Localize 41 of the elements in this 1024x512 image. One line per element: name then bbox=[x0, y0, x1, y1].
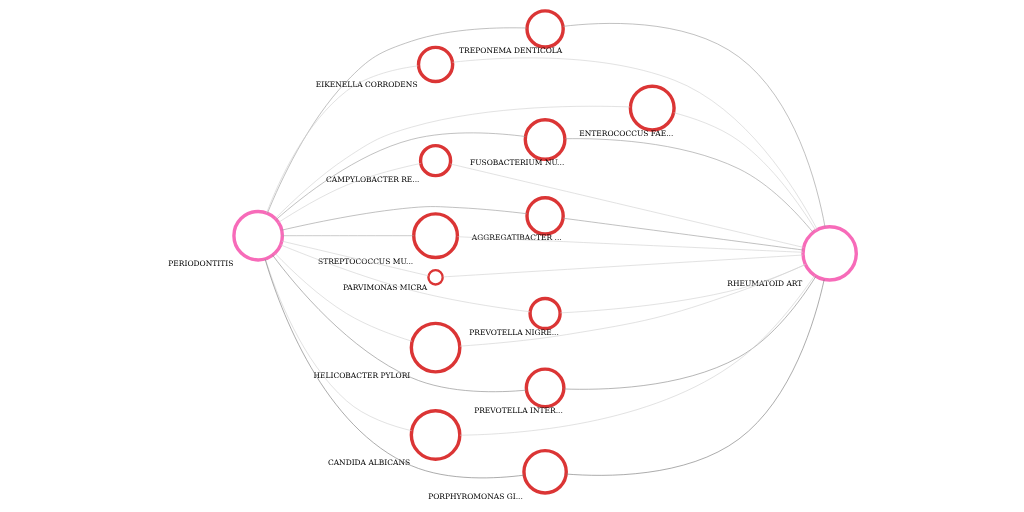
node-circle bbox=[416, 45, 455, 84]
connector bbox=[452, 57, 818, 230]
connector bbox=[275, 105, 631, 219]
node-circle bbox=[524, 367, 566, 409]
connector bbox=[562, 217, 804, 251]
connector bbox=[274, 253, 413, 342]
node-circle bbox=[418, 143, 453, 178]
connector bbox=[280, 244, 531, 313]
connector bbox=[560, 264, 806, 314]
node-circle bbox=[523, 118, 567, 161]
connector bbox=[564, 138, 814, 233]
node-circle bbox=[801, 225, 858, 282]
connector bbox=[282, 235, 414, 236]
node-circle bbox=[525, 196, 565, 236]
connector bbox=[565, 279, 825, 476]
node-circle bbox=[522, 448, 568, 495]
connector bbox=[673, 112, 817, 231]
connector bbox=[459, 275, 815, 436]
connector bbox=[267, 27, 528, 214]
node-circle bbox=[427, 268, 444, 286]
connector bbox=[442, 254, 804, 278]
node-circle bbox=[525, 9, 565, 49]
connector bbox=[265, 258, 412, 432]
connector bbox=[281, 240, 429, 277]
connector bbox=[276, 132, 526, 220]
connector bbox=[459, 264, 806, 347]
connector bbox=[272, 254, 527, 393]
node-circle bbox=[412, 212, 460, 260]
connector bbox=[281, 206, 528, 231]
connector bbox=[264, 258, 525, 479]
node-circle bbox=[628, 84, 676, 132]
node-circle bbox=[232, 209, 285, 262]
connector bbox=[278, 163, 422, 223]
connector bbox=[457, 236, 804, 253]
node-circle bbox=[528, 296, 562, 331]
connector bbox=[563, 276, 817, 390]
node-circle bbox=[409, 409, 462, 461]
node-circle bbox=[409, 321, 462, 374]
connector bbox=[450, 163, 804, 248]
connector bbox=[562, 23, 826, 228]
connector bbox=[266, 65, 419, 214]
